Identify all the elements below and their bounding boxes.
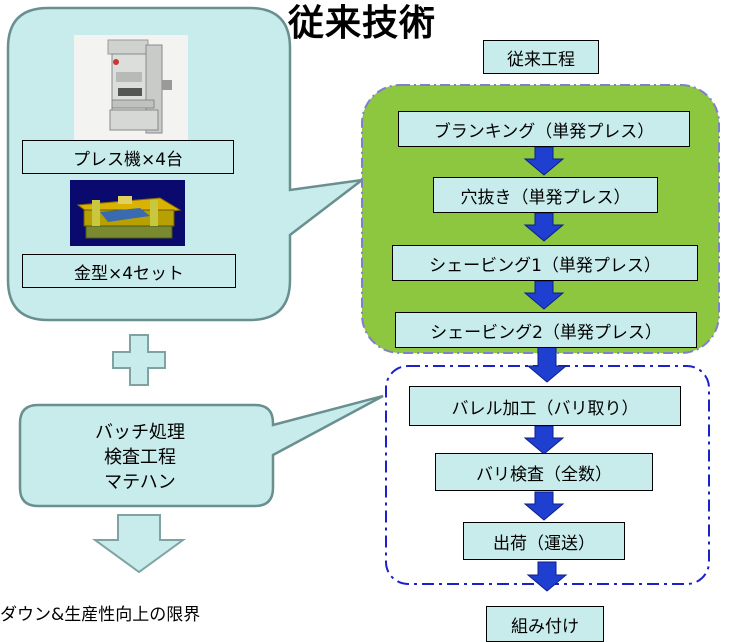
process-step-shipping: 出荷（運送） xyxy=(463,522,625,560)
limit-text: ダウン&生産性向上の限界 xyxy=(0,605,201,625)
process-step-piercing: 穴抜き（単発プレス） xyxy=(433,177,658,213)
flow-arrow-icon xyxy=(523,425,565,455)
process-step-barrel: バレル加工（バリ取り） xyxy=(409,386,681,426)
process-step-inspection: バリ検査（全数） xyxy=(435,453,653,491)
batch-line: バッチ処理 xyxy=(95,422,185,443)
batch-callout xyxy=(18,394,384,508)
flow-arrow-icon xyxy=(523,212,565,242)
flow-arrow-icon xyxy=(526,561,568,592)
process-step-assembly: 組み付け xyxy=(486,606,604,642)
page-title: 従来技術 xyxy=(288,3,437,44)
die-set-label: 金型×4セット xyxy=(22,254,236,288)
die-set-image xyxy=(70,180,185,246)
process-step-shaving1: シェービング1（単発プレス） xyxy=(392,245,698,281)
flow-arrow-icon xyxy=(523,491,565,521)
flow-arrow-icon xyxy=(523,280,565,310)
batch-line: マテハン xyxy=(104,472,176,493)
press-machine-label: プレス機×4台 xyxy=(22,140,234,174)
flow-arrow-icon xyxy=(523,146,565,176)
batch-line: 検査工程 xyxy=(104,447,176,468)
process-step-blanking: ブランキング（単発プレス） xyxy=(398,111,690,147)
press-machine-image xyxy=(74,35,188,142)
plus-icon xyxy=(112,334,166,386)
batch-callout-text: バッチ処理 検査工程 マテハン xyxy=(30,420,250,495)
process-header: 従来工程 xyxy=(483,40,599,74)
process-step-shaving2: シェービング2（単発プレス） xyxy=(395,312,697,348)
down-arrow-icon xyxy=(91,514,187,574)
